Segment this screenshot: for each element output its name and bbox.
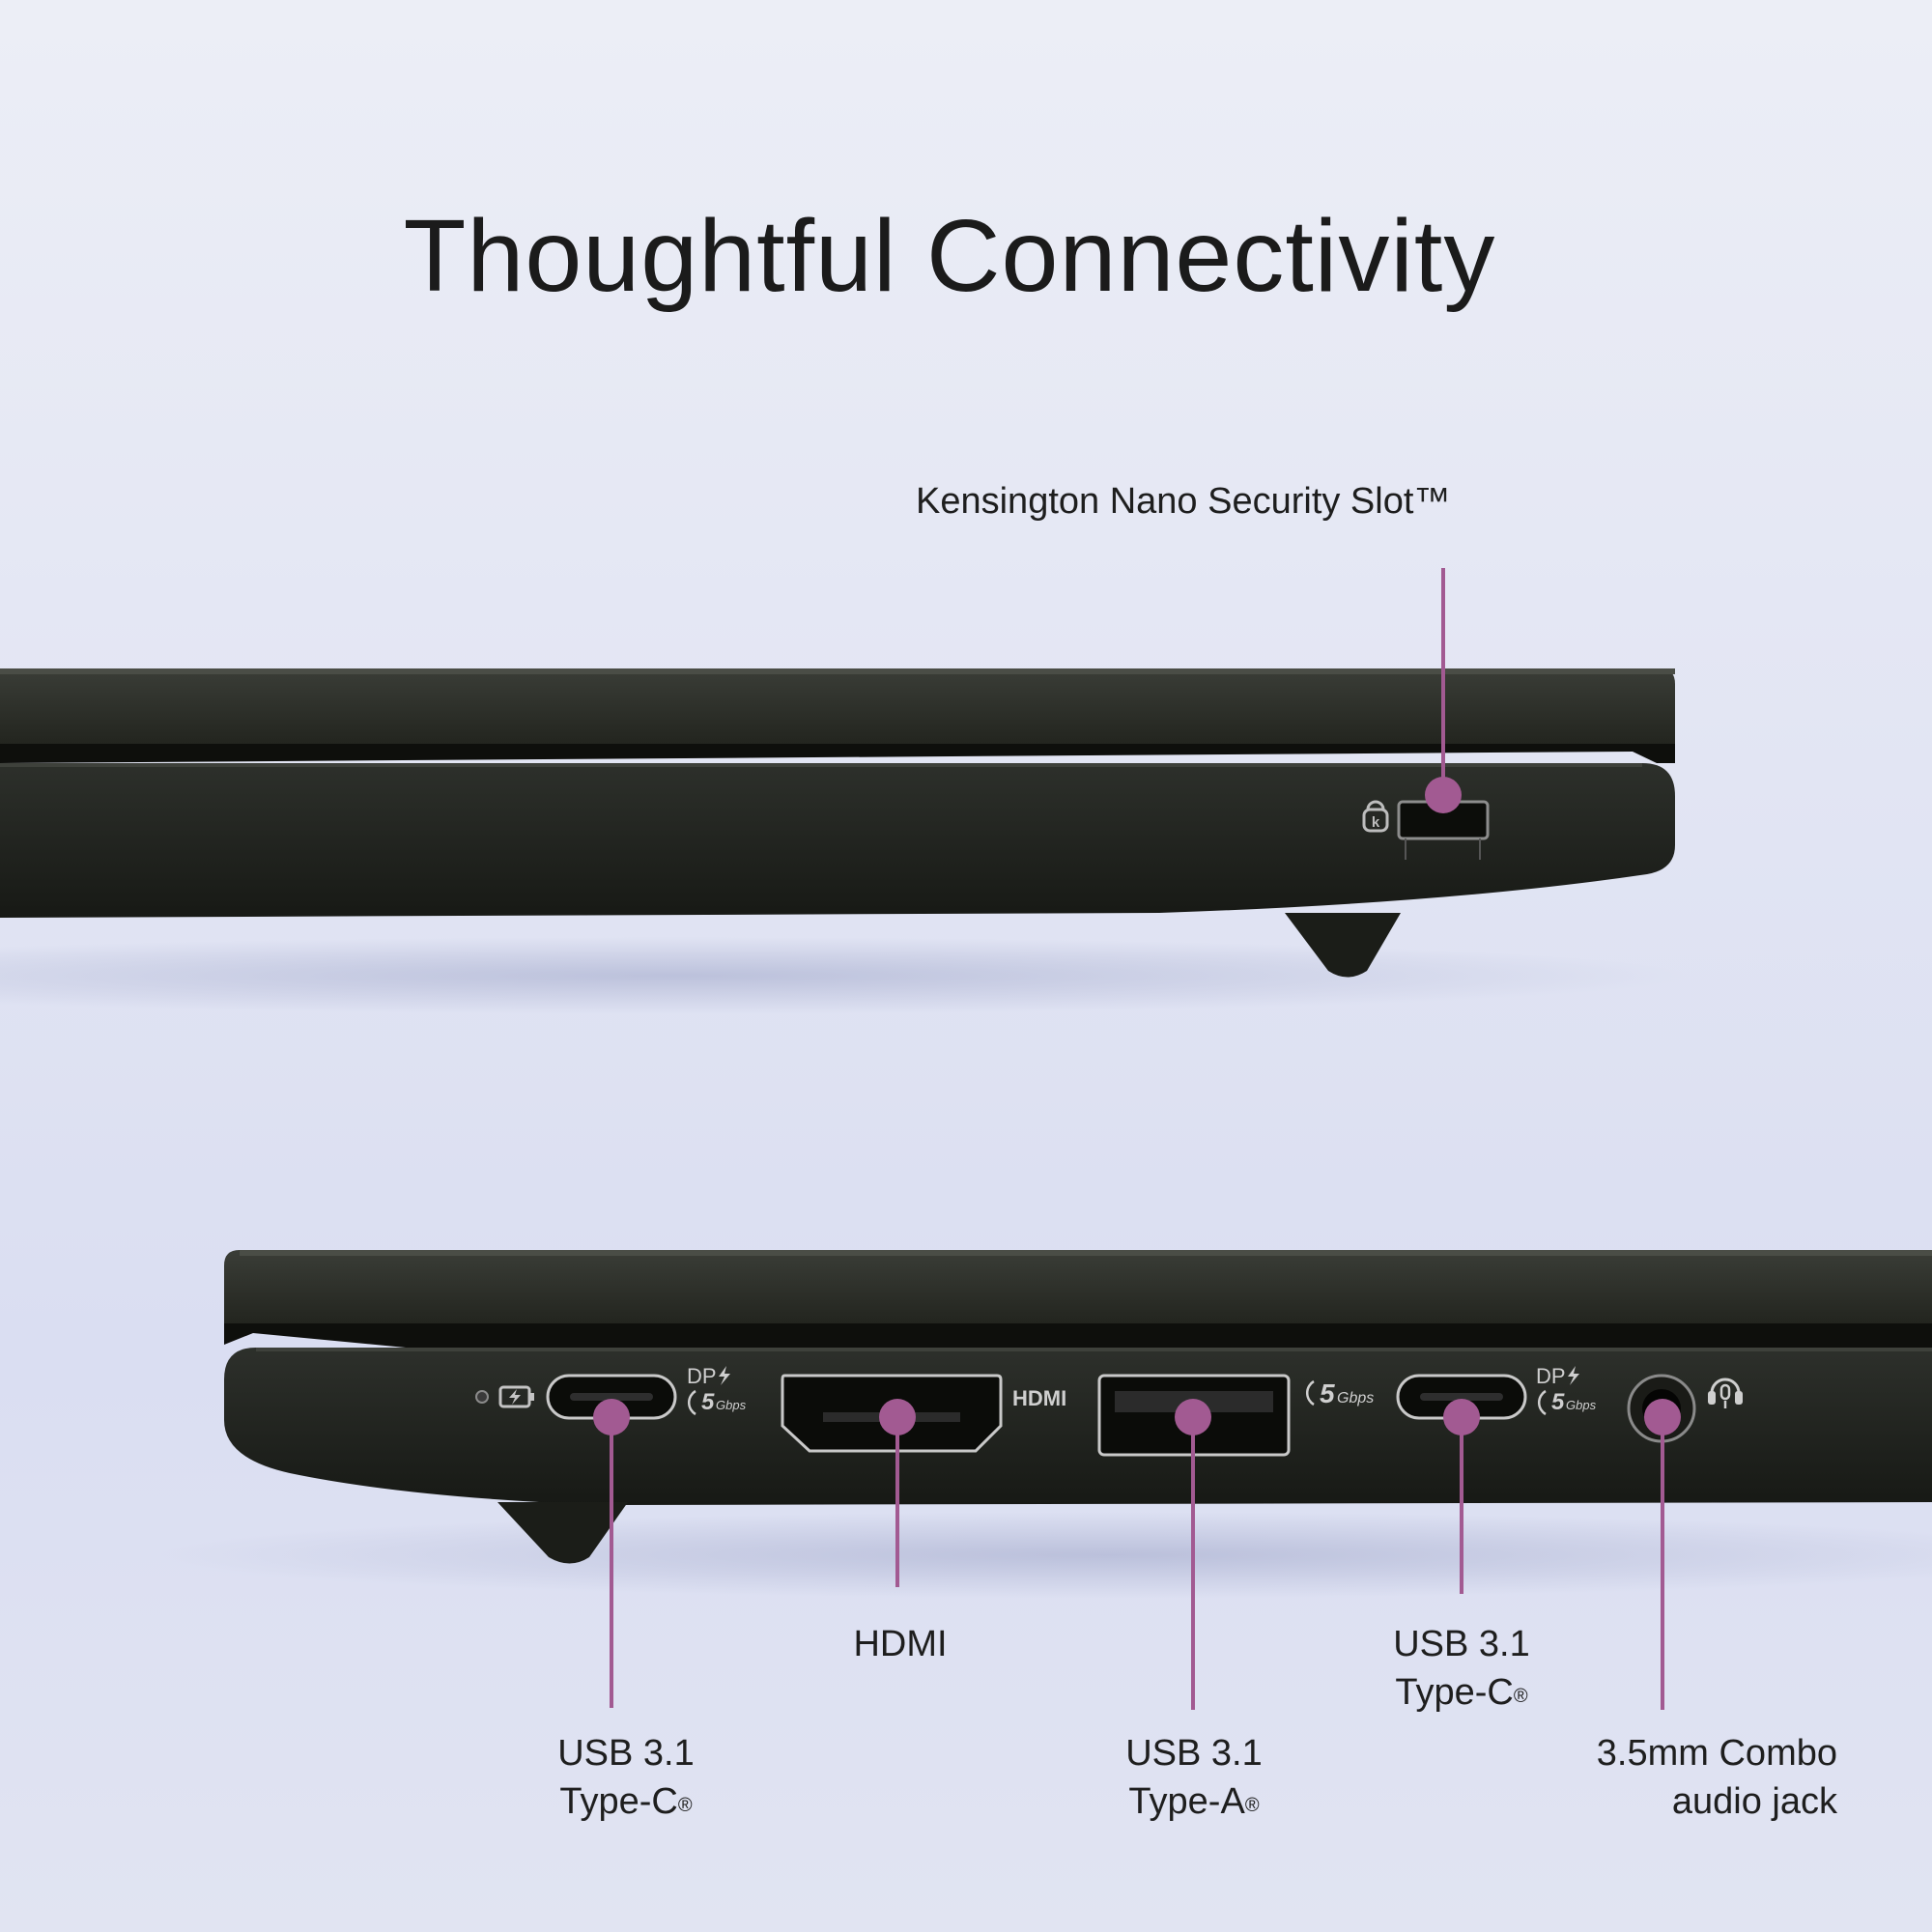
lightning-icon xyxy=(1568,1366,1579,1385)
callout-hdmi xyxy=(879,1399,916,1587)
label-usb-c-left: USB 3.1 Type-C® xyxy=(557,1733,695,1822)
kensington-lock-icon: k xyxy=(1362,800,1389,833)
svg-text:Gbps: Gbps xyxy=(1337,1390,1374,1406)
callout-audio-jack xyxy=(1644,1399,1681,1710)
page-title: Thoughtful Connectivity xyxy=(403,199,1496,313)
callout-usb-c-left xyxy=(593,1399,630,1708)
headset-mic-icon xyxy=(1708,1378,1743,1408)
label-hdmi: HDMI xyxy=(853,1624,948,1664)
charge-led xyxy=(475,1390,489,1404)
svg-text:k: k xyxy=(1372,814,1380,831)
svg-text:5: 5 xyxy=(1320,1378,1335,1408)
port-marking-dp-right: DP 5 Gbps xyxy=(1536,1364,1597,1416)
laptop-left-side: DP 5 Gbps HDMI 5 Gbps DP xyxy=(145,1250,1932,1599)
label-usb-a: USB 3.1 Type-A® xyxy=(1125,1733,1263,1822)
label-kensington: Kensington Nano Security Slot™ xyxy=(916,481,1451,522)
svg-text:DP: DP xyxy=(687,1364,717,1388)
label-audio-jack: 3.5mm Combo audio jack xyxy=(1596,1733,1837,1822)
svg-text:5: 5 xyxy=(1551,1389,1565,1415)
port-marking-hdmi: HDMI xyxy=(1012,1386,1066,1410)
callout-kensington xyxy=(1425,568,1462,813)
port-marking-speed-usba: 5 Gbps xyxy=(1305,1378,1374,1408)
callout-usb-c-right xyxy=(1443,1399,1480,1594)
port-marking-dp-left: DP 5 Gbps xyxy=(687,1364,747,1416)
callout-usb-a xyxy=(1175,1399,1211,1710)
svg-text:Gbps: Gbps xyxy=(716,1398,747,1412)
svg-text:5: 5 xyxy=(701,1389,715,1415)
laptop-right-side: k xyxy=(0,668,1690,1014)
lightning-icon xyxy=(719,1366,730,1385)
svg-text:Gbps: Gbps xyxy=(1566,1398,1597,1412)
label-usb-c-right: USB 3.1 Type-C® xyxy=(1393,1624,1530,1713)
usb-c-port-left xyxy=(546,1374,677,1420)
svg-text:DP: DP xyxy=(1536,1364,1566,1388)
battery-charge-icon xyxy=(498,1385,534,1408)
